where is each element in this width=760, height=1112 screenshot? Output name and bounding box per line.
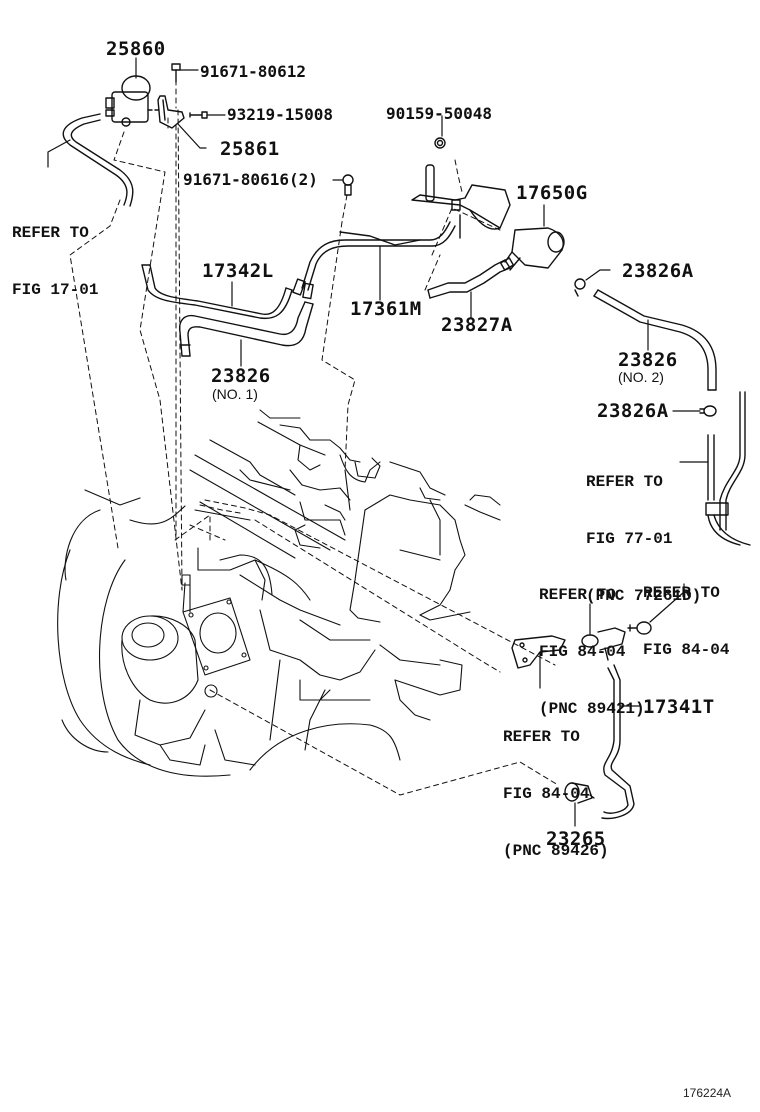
label-23826A-mid[interactable]: 23826A	[597, 400, 669, 422]
connector-84-04[interactable]	[627, 621, 652, 635]
ref-84-04-c-line3: (PNC 89426)	[503, 842, 609, 860]
ref-17-01-line1: REFER TO	[12, 224, 89, 242]
label-25860[interactable]: 25860	[106, 38, 166, 60]
ref-84-04-c-line2: FIG 84-04	[503, 785, 590, 803]
label-17650G[interactable]: 17650G	[516, 182, 588, 204]
part-25861-bracket[interactable]	[157, 95, 185, 129]
note-23826-no2: (NO. 2)	[618, 369, 664, 385]
ref-84-04-b-line1: REFER TO	[643, 584, 720, 602]
sensor-23265[interactable]	[564, 782, 595, 804]
ref-77-01-line2: FIG 77-01	[586, 530, 673, 548]
part-17650G[interactable]	[499, 227, 565, 271]
figure-code: 176224A	[683, 1086, 732, 1100]
label-91671-80612[interactable]: 91671-80612	[200, 62, 306, 81]
label-23826-no1[interactable]: 23826	[211, 365, 271, 387]
ref-17-01-line2: FIG 17-01	[12, 281, 99, 299]
ref-84-04-a-line1: REFER TO	[539, 586, 616, 604]
leader-23826A-top	[585, 269, 611, 281]
leader-25861	[177, 123, 207, 149]
clamp-23826A-top[interactable]	[574, 278, 586, 297]
label-17361M[interactable]: 17361M	[350, 298, 422, 320]
nut-90159-50048[interactable]	[434, 137, 446, 149]
label-93219-15008[interactable]: 93219-15008	[227, 105, 333, 124]
label-23826A-top[interactable]: 23826A	[622, 260, 694, 282]
label-91671-80616[interactable]: 91671-80616(2)	[183, 170, 318, 189]
hose-17342L[interactable]	[141, 264, 293, 320]
part-25860-vsv[interactable]	[105, 75, 161, 127]
hose-23827A[interactable]	[427, 259, 511, 299]
label-23827A[interactable]: 23827A	[441, 314, 513, 336]
bolt-91671-80612[interactable]	[171, 63, 181, 83]
bracket-90159-assembly[interactable]	[411, 164, 511, 239]
pipe-17361M[interactable]	[292, 221, 456, 300]
ref-84-04-a-line3: (PNC 89421)	[539, 700, 645, 718]
hose-23826-no2[interactable]	[593, 289, 717, 391]
label-90159-50048[interactable]: 90159-50048	[386, 104, 492, 123]
note-23826-no1: (NO. 1)	[212, 386, 258, 402]
ref-84-04-b-line2: FIG 84-04	[643, 641, 730, 659]
label-17341T[interactable]: 17341T	[643, 696, 715, 718]
label-25861[interactable]: 25861	[220, 138, 280, 160]
hose-23826-no1[interactable]	[178, 301, 314, 357]
leader-refer-84-04-b	[649, 583, 685, 623]
label-23826-no2[interactable]: 23826	[618, 349, 678, 371]
hose-17341T[interactable]	[601, 664, 635, 820]
ref-77-01-line1: REFER TO	[586, 473, 663, 491]
engine-assembly	[57, 409, 501, 777]
dashed-guide-lines	[69, 79, 559, 796]
label-23265[interactable]: 23265	[546, 828, 606, 850]
reference-fig-84-04-pnc-89426[interactable]: REFER TO FIG 84-04 (PNC 89426)	[503, 690, 609, 880]
leader-refer-17-01	[47, 139, 71, 168]
bolt-91671-80616[interactable]	[342, 174, 354, 196]
label-17342L[interactable]: 17342L	[202, 260, 274, 282]
ref-84-04-c-line1: REFER TO	[503, 728, 580, 746]
hose-refer-17-01[interactable]	[62, 113, 134, 207]
reference-fig-17-01[interactable]: REFER TO FIG 17-01	[12, 186, 98, 319]
reference-fig-84-04[interactable]: REFER TO FIG 84-04	[643, 546, 729, 679]
reference-fig-77-01[interactable]: REFER TO FIG 77-01 (PNC 77261D)	[586, 435, 701, 625]
clamp-23826A-mid[interactable]	[699, 405, 717, 417]
ref-77-01-line3: (PNC 77261D)	[586, 587, 702, 605]
hose-refer-77-01[interactable]	[705, 391, 751, 546]
reference-fig-84-04-pnc-89421[interactable]: REFER TO FIG 84-04 (PNC 89421)	[539, 548, 645, 738]
bolt-93219-15008[interactable]	[189, 111, 208, 119]
ref-84-04-a-line2: FIG 84-04	[539, 643, 626, 661]
